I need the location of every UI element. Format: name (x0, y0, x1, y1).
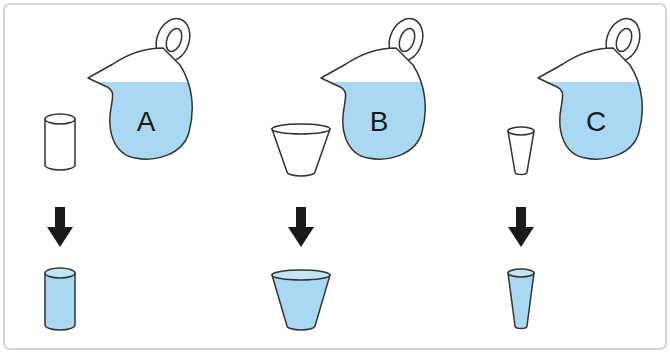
handle-hole (163, 26, 184, 53)
pitcher-label: B (348, 108, 410, 136)
pitcher: A (85, 10, 205, 160)
pitcher-water (538, 82, 642, 159)
pitcher-water (88, 82, 192, 159)
filled-narrow-glass (508, 273, 534, 329)
pitcher-outline-stroke (88, 48, 192, 159)
pitcher-label: C (565, 108, 627, 136)
filled-glass (45, 273, 75, 330)
empty-narrow-glass (508, 131, 534, 175)
water-surface (508, 269, 534, 277)
arrow-head (47, 227, 73, 247)
pitcher: C (535, 10, 655, 160)
empty-cup (272, 129, 330, 176)
arrow-shaft (516, 207, 526, 229)
handle-hole (396, 26, 417, 53)
glass-rim (45, 114, 75, 124)
handle-hole (613, 26, 634, 53)
glass-rim (508, 127, 534, 135)
panel-border (4, 4, 666, 349)
pitcher-body (538, 48, 642, 159)
pitcher-water (321, 82, 425, 159)
water-surface (45, 268, 75, 278)
arrow-shaft (296, 207, 306, 229)
empty-glass (45, 119, 75, 170)
pitcher: B (318, 10, 438, 160)
pitcher-body (321, 48, 425, 159)
water-surface (272, 270, 330, 280)
arrow-head (288, 227, 314, 247)
pitcher-outline (318, 10, 438, 160)
pitcher-outline (85, 10, 205, 160)
pitcher-label: A (115, 108, 177, 136)
pitcher-outline-stroke (538, 48, 642, 159)
cup-rim (272, 124, 330, 134)
pitcher-outline-stroke (321, 48, 425, 159)
pitcher-body (88, 48, 192, 159)
arrow-shaft (55, 207, 65, 229)
down-arrows (47, 207, 534, 247)
filled-cup (272, 275, 330, 330)
arrow-head (508, 227, 534, 247)
pitcher-outline (535, 10, 655, 160)
